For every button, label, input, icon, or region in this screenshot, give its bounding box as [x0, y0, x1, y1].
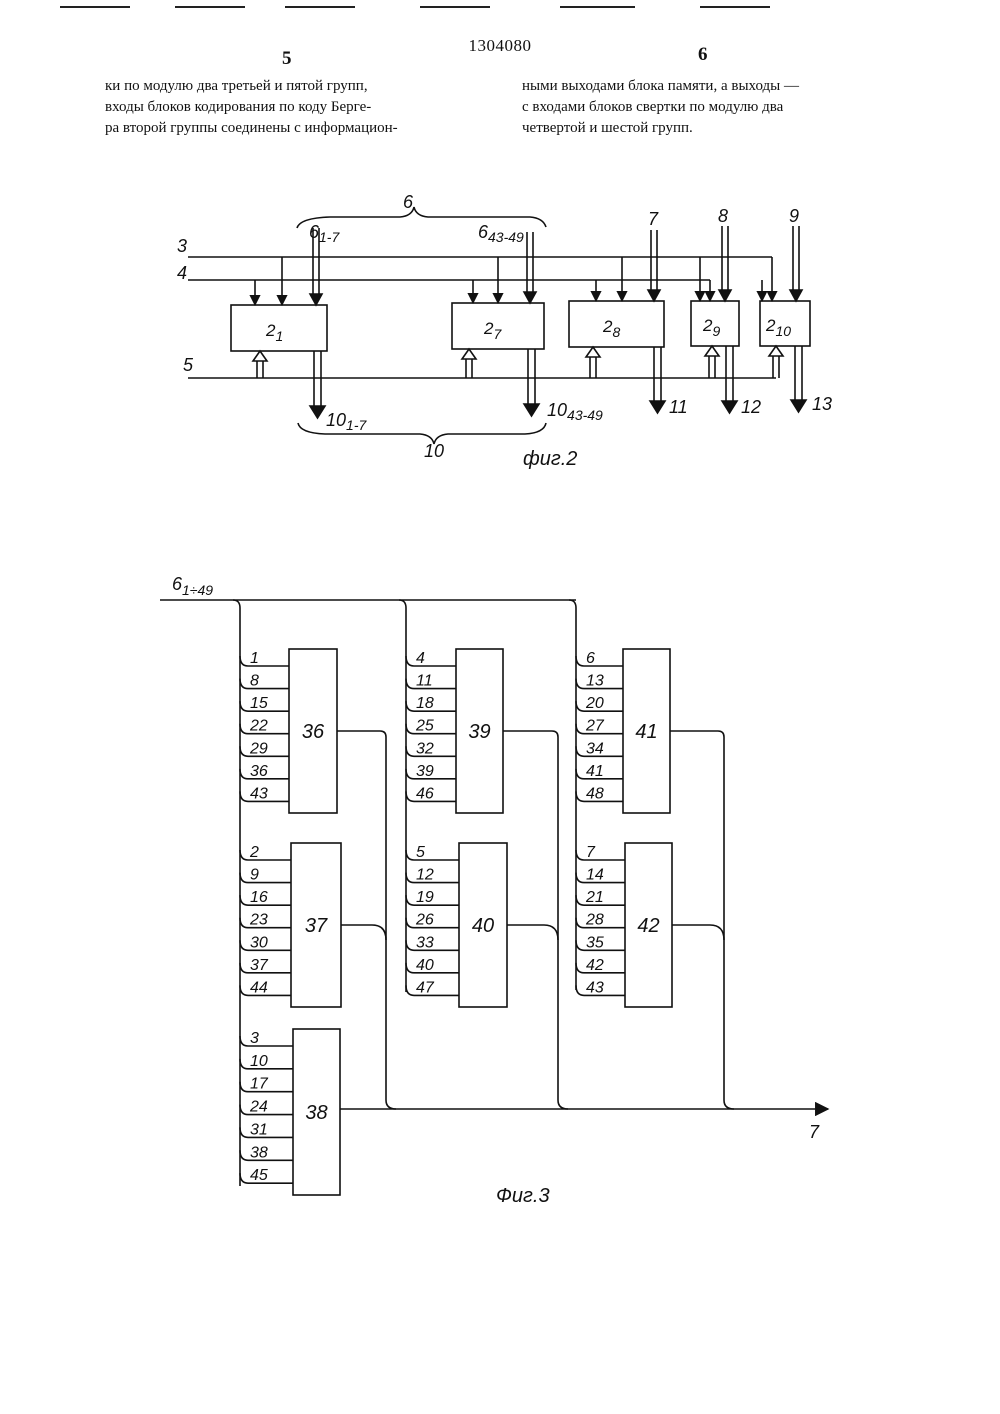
fig3-input-label: 19 [416, 889, 434, 906]
fig3-block-group: 38 3 10 17 24 31 38 45 [240, 1029, 340, 1195]
fig3-input-label: 33 [416, 934, 434, 951]
fig3-input-label: 17 [250, 1076, 269, 1093]
fig3-input-label: 46 [416, 785, 434, 802]
fig3-input-label: 36 [250, 763, 268, 780]
fig3-input-label: 39 [416, 763, 434, 780]
fig3-bus-branch [569, 600, 576, 608]
fig3-input-label: 10 [250, 1053, 268, 1070]
fig3-input-label: 30 [250, 934, 268, 951]
fig3-block-group: 41 6 13 20 27 34 41 48 [576, 649, 670, 813]
fig3-block-label: 41 [635, 721, 657, 743]
fig3-input-label: 1 [250, 650, 259, 667]
fig3-input-label: 34 [586, 740, 604, 757]
fig3-block-label: 42 [637, 915, 659, 937]
fig3-input-label: 25 [415, 718, 434, 735]
fig3-input-label: 22 [249, 718, 268, 735]
fig3-input-label: 32 [416, 740, 434, 757]
fig3-input-label: 24 [249, 1099, 268, 1116]
fig3-input-wire [576, 850, 625, 860]
fig3-input-label: 14 [586, 867, 604, 884]
fig3-out-wire [507, 925, 558, 940]
fig3-block-label: 38 [305, 1102, 327, 1124]
fig3-caption: Фиг.3 [496, 1185, 550, 1207]
fig3-out-wire [672, 925, 724, 940]
fig3-input-label: 13 [586, 673, 604, 690]
fig3-out-wire [341, 925, 386, 940]
fig3-input-label: 35 [586, 934, 604, 951]
fig3-input-label: 31 [250, 1121, 268, 1138]
fig3-input-wire [240, 679, 289, 689]
fig3-input-label: 15 [250, 695, 268, 712]
fig3-input-label: 16 [250, 889, 268, 906]
fig3-input-label: 40 [416, 957, 434, 974]
fig3-input-label: 11 [416, 673, 433, 690]
fig3-input-label: 2 [249, 844, 259, 861]
fig3-input-label: 43 [250, 785, 268, 802]
fig3-bus-label: 61÷49 [172, 574, 213, 598]
fig3-input-label: 4 [416, 650, 425, 667]
fig3-input-label: 23 [249, 912, 268, 929]
fig3-input-label: 44 [250, 979, 268, 996]
fig3-block-group: 37 2 9 16 23 30 37 44 [240, 843, 341, 1007]
fig3-input-label: 12 [416, 867, 434, 884]
fig3-input-label: 28 [585, 912, 604, 929]
fig3-input-label: 18 [416, 695, 434, 712]
fig3-input-wire [576, 656, 623, 666]
fig3-block-label: 39 [468, 721, 490, 743]
fig3-block-group: 36 1 8 15 22 29 36 43 [240, 649, 337, 813]
fig3-block-group: 42 7 14 21 28 35 42 43 [576, 843, 672, 1007]
fig3-bus-branch [399, 600, 406, 608]
fig3-input-label: 8 [250, 673, 259, 690]
fig3-block-group: 39 4 11 18 25 32 39 46 [406, 649, 503, 813]
fig3-input-label: 41 [586, 763, 604, 780]
fig3-input-label: 29 [249, 740, 268, 757]
fig3-input-label: 20 [585, 695, 604, 712]
fig3-input-label: 48 [586, 785, 604, 802]
fig3-input-label: 37 [250, 957, 269, 974]
fig3-input-label: 43 [586, 979, 604, 996]
fig3-input-label: 7 [586, 844, 596, 861]
fig3-bus-branch [233, 600, 240, 608]
fig3-out-wire [503, 731, 568, 1109]
fig3-input-label: 38 [250, 1144, 268, 1161]
fig3-input-label: 5 [416, 844, 425, 861]
fig3-input-label: 9 [250, 867, 259, 884]
fig3-out-wire [337, 731, 396, 1109]
fig3-block-label: 40 [472, 915, 494, 937]
fig3-block-label: 36 [302, 721, 325, 743]
fig3-input-label: 26 [415, 912, 434, 929]
fig3-out-wire [670, 731, 734, 1109]
fig3-input-label: 6 [586, 650, 595, 667]
fig3-input-label: 21 [585, 889, 604, 906]
fig3-input-label: 45 [250, 1167, 268, 1184]
fig3-input-label: 3 [250, 1030, 259, 1047]
fig3-input-label: 42 [586, 957, 604, 974]
fig3-input-wire [240, 656, 289, 666]
fig3-input-label: 47 [416, 979, 435, 996]
fig3-input-label: 27 [585, 718, 605, 735]
fig3-input-wire [240, 1036, 293, 1046]
fig3-block-label: 37 [305, 915, 328, 937]
fig3-input-wire [406, 656, 456, 666]
fig3-input-wire [240, 850, 291, 860]
fig3-input-wire [406, 850, 459, 860]
fig3-output-label: 7 [809, 1122, 820, 1142]
fig3-input-wire [240, 873, 291, 883]
fig3-block-group: 40 5 12 19 26 33 40 47 [406, 843, 507, 1007]
